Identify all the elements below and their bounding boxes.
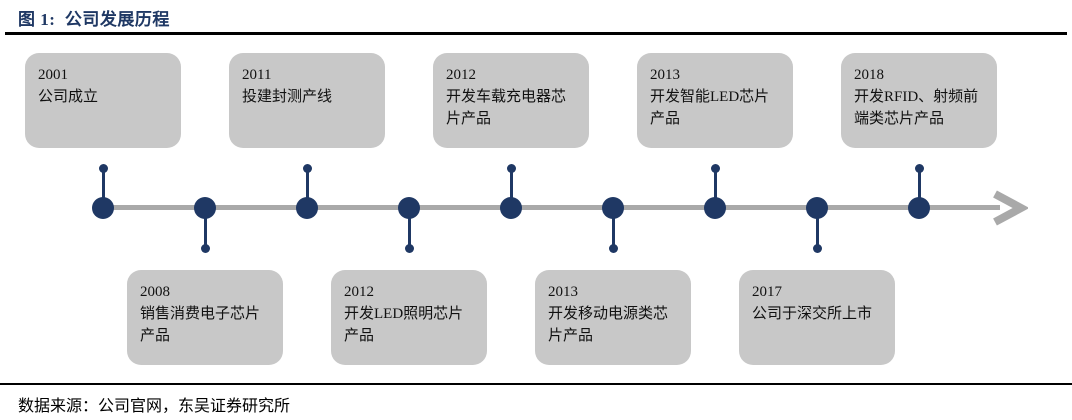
timeline-dot <box>92 197 114 219</box>
timeline-stem <box>917 168 921 208</box>
event-box-2012: 2012 开发LED照明芯片产品 <box>331 270 487 365</box>
event-label: 公司于深交所上市 <box>752 306 873 322</box>
timeline-stem <box>611 208 615 248</box>
arrow-right-icon <box>993 190 1028 226</box>
timeline-stem <box>815 208 819 248</box>
event-label: 开发智能LED芯片产品 <box>650 89 770 127</box>
event-box-2001: 2001 公司成立 <box>25 53 181 148</box>
event-box-2017: 2017 公司于深交所上市 <box>739 270 895 365</box>
timeline-dot <box>500 197 522 219</box>
event-label: 开发车载充电器芯片产品 <box>446 89 567 127</box>
event-year: 2008 <box>140 284 170 300</box>
event-year: 2013 <box>650 67 680 83</box>
event-label: 开发LED照明芯片产品 <box>344 306 464 344</box>
timeline-stem-tip <box>200 243 210 253</box>
timeline-stem-tip <box>98 163 108 173</box>
event-label: 销售消费电子芯片产品 <box>140 306 261 344</box>
event-year: 2017 <box>752 284 782 300</box>
event-year: 2012 <box>446 67 476 83</box>
timeline-stem-tip <box>506 163 516 173</box>
event-year: 2011 <box>242 67 272 83</box>
timeline-stem <box>713 168 717 208</box>
source-rule <box>0 383 1072 385</box>
event-label: 开发RFID、射频前端类芯片产品 <box>854 89 979 127</box>
timeline-stem <box>305 168 309 208</box>
timeline-stem <box>203 208 207 248</box>
event-year: 2001 <box>38 67 68 83</box>
timeline-stem-tip <box>914 163 924 173</box>
timeline-shaft <box>98 205 1000 210</box>
event-year: 2018 <box>854 67 884 83</box>
timeline-dot <box>398 197 420 219</box>
timeline-dot <box>194 197 216 219</box>
title-rule <box>5 32 1067 35</box>
timeline-stem-tip <box>302 163 312 173</box>
timeline-dot <box>296 197 318 219</box>
event-box-2013: 2013 开发移动电源类芯片产品 <box>535 270 691 365</box>
timeline-dot <box>806 197 828 219</box>
event-box-2012: 2012 开发车载充电器芯片产品 <box>433 53 589 148</box>
timeline-dot <box>602 197 624 219</box>
event-box-2018: 2018 开发RFID、射频前端类芯片产品 <box>841 53 997 148</box>
timeline-stem <box>407 208 411 248</box>
source-text: 数据来源：公司官网，东吴证券研究所 <box>18 398 291 415</box>
timeline-stem <box>101 168 105 208</box>
event-year: 2012 <box>344 284 374 300</box>
event-year: 2013 <box>548 284 578 300</box>
event-label: 投建封测产线 <box>242 89 333 105</box>
event-label: 公司成立 <box>38 89 99 105</box>
event-box-2008: 2008 销售消费电子芯片产品 <box>127 270 283 365</box>
figure-title: 图 1: 公司发展历程 <box>18 10 170 29</box>
timeline-stem-tip <box>812 243 822 253</box>
timeline-stem <box>509 168 513 208</box>
timeline-stem-tip <box>608 243 618 253</box>
timeline-stem-tip <box>404 243 414 253</box>
event-box-2011: 2011 投建封测产线 <box>229 53 385 148</box>
event-box-2013: 2013 开发智能LED芯片产品 <box>637 53 793 148</box>
timeline-dot <box>704 197 726 219</box>
timeline-dot <box>908 197 930 219</box>
event-label: 开发移动电源类芯片产品 <box>548 306 669 344</box>
timeline-stem-tip <box>710 163 720 173</box>
